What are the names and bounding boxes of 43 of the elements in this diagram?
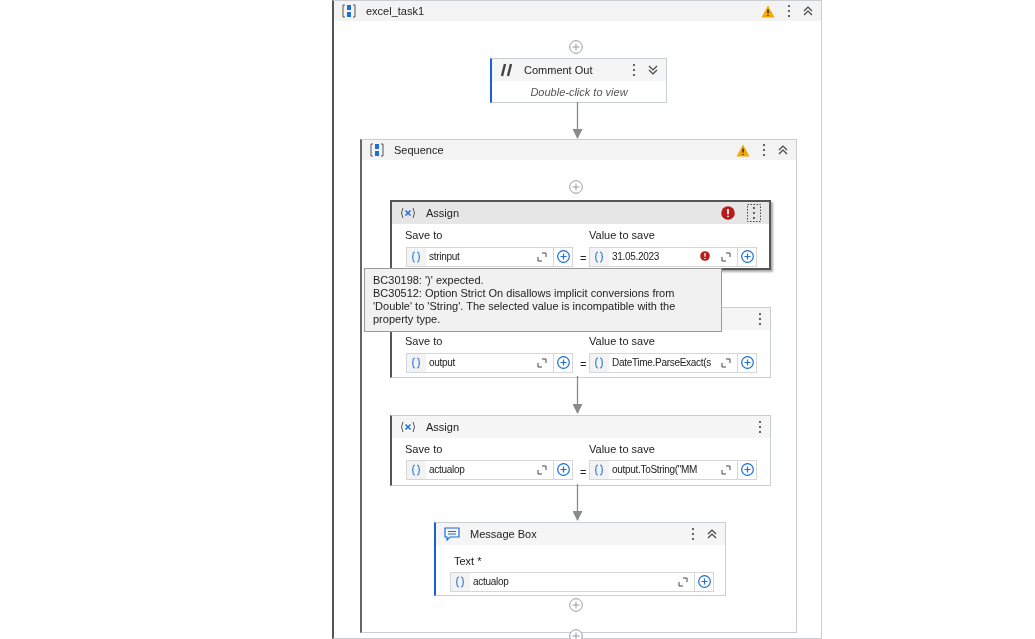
error-tooltip [364, 268, 722, 332]
field-label: Value to save [589, 443, 655, 455]
activity-card [390, 415, 771, 486]
expression-field [406, 247, 573, 267]
activity-card [434, 522, 726, 596]
field-label: Value to save [589, 229, 655, 241]
field-label: Value to save [589, 335, 655, 347]
error-message: BC30198: ')' expected. [373, 274, 485, 287]
workflow-panel [332, 0, 822, 639]
field-label: Save to [405, 229, 443, 241]
field-value: actualop [429, 464, 465, 475]
card-title: Assign [426, 207, 460, 219]
expression-field [589, 247, 757, 267]
field-value: DateTime.ParseExact(s [612, 357, 711, 368]
expression-field [589, 353, 757, 373]
field-label: Save to [405, 335, 443, 347]
expression-field [450, 572, 714, 592]
expression-field [589, 460, 757, 480]
card-title: Message Box [470, 528, 537, 540]
card-title: excel_task1 [366, 5, 425, 17]
error-message: BC30512: Option Strict On disallows implicit conversions from 'Double' to 'String'. The selected value is incompatible with the property type. [373, 287, 677, 326]
card-title: Assign [426, 421, 460, 433]
card-title: Sequence [394, 144, 444, 156]
card-title: Comment Out [524, 64, 593, 76]
field-value: strinput [429, 251, 460, 262]
equals-sign: = [580, 466, 587, 478]
field-value: output [429, 357, 455, 368]
arrow [572, 375, 583, 414]
activity-card [490, 58, 667, 103]
field-value: 31.05.2023 [612, 251, 660, 262]
equals-sign: = [580, 252, 587, 264]
activity-card [390, 200, 771, 270]
equals-sign: = [580, 358, 587, 370]
arrow [572, 483, 583, 521]
field-value: output.ToString("MM [612, 464, 698, 475]
expression-field [406, 353, 573, 373]
field-value: actualop [473, 576, 509, 587]
arrow [572, 101, 583, 139]
placeholder-text: Double-click to view [529, 86, 629, 98]
field-label: Save to [405, 443, 443, 455]
sequence-container [360, 139, 797, 633]
expression-field [406, 460, 573, 480]
field-label: Text * [454, 555, 482, 567]
